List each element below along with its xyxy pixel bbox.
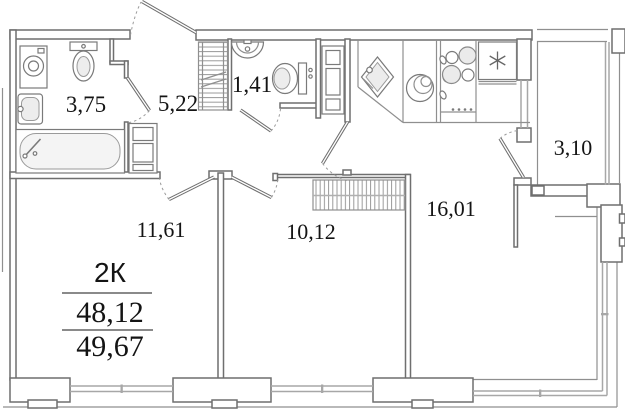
living-area-value: 48,12: [76, 296, 144, 329]
snowflake-icon: [489, 51, 506, 70]
room-2-wardrobe-icon: [312, 179, 406, 211]
stove-icon: [441, 46, 477, 111]
area-label-hallway: 5,22: [157, 91, 199, 116]
washing-machine-icon: [19, 45, 48, 89]
area-label-wc: 1,41: [231, 72, 273, 97]
fixtures: [15, 39, 518, 211]
windows: [70, 42, 610, 397]
apartment-type-label: 2К: [94, 257, 126, 288]
kitchen-sink-icon: [360, 56, 395, 98]
area-label-room-1: 11,61: [136, 217, 186, 242]
total-area-value: 49,67: [76, 330, 144, 363]
area-label-kitchen-living: 16,01: [426, 196, 476, 221]
kitchen-counter: [357, 40, 530, 124]
facade-lines: [1, 28, 621, 408]
bathroom-door: [126, 77, 151, 124]
wc-toilet-icon: [271, 62, 313, 95]
bathtub-icon: [15, 128, 126, 174]
room-1-door: [159, 175, 215, 202]
summary-divider-1: [62, 292, 152, 294]
area-label-room-2: 10,12: [286, 219, 336, 244]
doors: [126, 0, 525, 202]
wc-corner-sink-icon: [230, 39, 265, 59]
hall-closet-icon: [197, 41, 229, 111]
hall-cabinet-icon: [128, 122, 158, 174]
summary-divider-2: [62, 329, 153, 331]
area-label-bathroom: 3,75: [65, 92, 107, 117]
hall-column-cabinet-icon: [321, 45, 345, 115]
room-2-door: [230, 175, 279, 200]
balcony-door: [498, 130, 525, 179]
entrance-door: [130, 0, 197, 36]
bathroom-sink-icon: [17, 93, 44, 125]
bathroom-toilet-icon: [69, 41, 98, 82]
refrigerator-icon: [477, 41, 518, 81]
area-label-balcony: 3,10: [553, 135, 593, 160]
wc-door: [239, 108, 281, 133]
